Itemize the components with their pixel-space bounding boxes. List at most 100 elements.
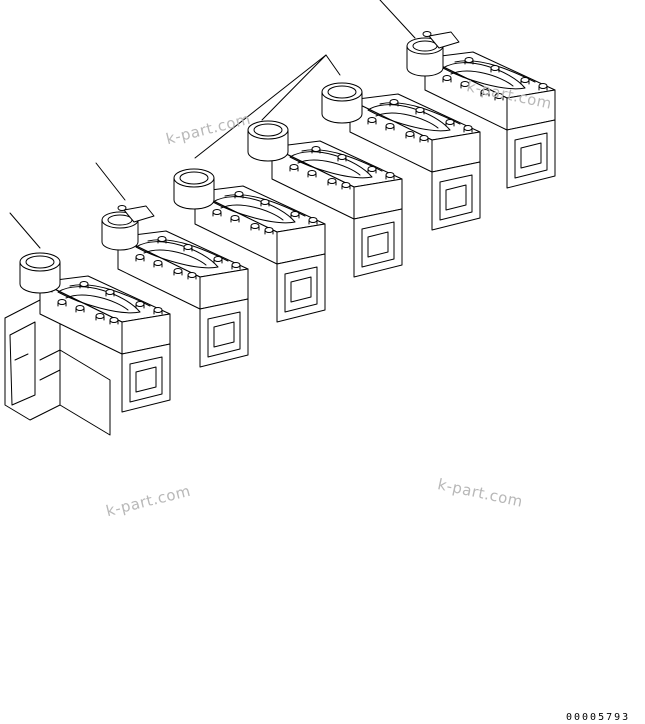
block-face [353, 208, 403, 278]
block-port-inner [213, 321, 235, 348]
bolt-head [290, 211, 300, 217]
bolt-head [231, 262, 241, 268]
bolt-head [135, 254, 145, 260]
cap-boss [123, 205, 155, 223]
bolt-head [445, 119, 455, 125]
bolt-head [264, 227, 274, 233]
cylinder-head-unit [39, 275, 171, 413]
bolt-head [385, 123, 395, 129]
part-number: 00005793 [566, 712, 631, 723]
bolt-head [490, 65, 500, 71]
bolt-head [212, 209, 222, 215]
block-port [361, 221, 395, 268]
rocker-arm [450, 70, 514, 87]
block-port-inner [135, 366, 157, 393]
block-face [199, 298, 249, 368]
cylinder-head-unit [424, 51, 556, 189]
cylinder-head-unit [271, 140, 403, 278]
bolt-head [79, 281, 89, 287]
bolt-head [389, 99, 399, 105]
bolt-head [463, 125, 473, 131]
bolt-head [230, 215, 240, 221]
block-port-inner [445, 184, 467, 211]
bolt-head [260, 199, 270, 205]
cylinder-head-units [39, 51, 556, 413]
bolt-head [135, 301, 145, 307]
block-face [276, 253, 326, 323]
bolt-head [308, 217, 318, 223]
head-sleeves [19, 31, 460, 294]
block-face [506, 119, 556, 189]
bolt-head [183, 244, 193, 250]
block-face [121, 343, 171, 413]
rocker-arm [220, 204, 284, 221]
leader-line-6 [379, 0, 416, 39]
leader-line-3 [194, 54, 327, 159]
valve-cover-sleeve [173, 168, 215, 210]
cap-bolt [422, 31, 432, 37]
sleeve-bore [253, 123, 283, 137]
bolt-head [341, 182, 351, 188]
block-port-inner [290, 276, 312, 303]
bolt-head [250, 223, 260, 229]
bolt-head [109, 317, 119, 323]
bolt-head [57, 299, 67, 305]
bolt-head [442, 75, 452, 81]
bolt-head [289, 164, 299, 170]
bolt-head [307, 170, 317, 176]
bolt-head [311, 146, 321, 152]
bolt-head [105, 289, 115, 295]
bolt-head [327, 178, 337, 184]
cap-boss [428, 31, 460, 49]
block-port-inner [367, 231, 389, 258]
leader-line-5 [325, 54, 341, 76]
bolt-head [385, 172, 395, 178]
bolt-head [538, 83, 548, 89]
bolt-head [75, 305, 85, 311]
bolt-head [367, 117, 377, 123]
block-port [439, 174, 473, 221]
bolt-head [173, 268, 183, 274]
bolt-head [213, 256, 223, 262]
block-port [129, 356, 163, 403]
bolt-head [234, 191, 244, 197]
bolt-head [157, 236, 167, 242]
bolt-head [405, 131, 415, 137]
block-face [431, 161, 481, 231]
rocker-arm [143, 249, 207, 266]
bolt-head [367, 166, 377, 172]
cylinder-head-unit [117, 230, 249, 368]
leader-line-1 [9, 212, 41, 249]
bolt-head [464, 57, 474, 63]
valve-cover-cap [101, 205, 155, 251]
valve-cover-cap [406, 31, 460, 77]
sleeve-bore [179, 171, 209, 185]
leader-lines [9, 0, 416, 249]
leader-line-4 [261, 54, 327, 121]
bolt-head [337, 154, 347, 160]
sleeve-bore [25, 255, 55, 269]
cap-body [101, 219, 139, 251]
cylinder-head-unit [194, 185, 326, 323]
cylinder-head-unit [349, 93, 481, 231]
bolt-head [153, 260, 163, 266]
block-port [514, 132, 548, 179]
leader-line-2 [95, 162, 126, 201]
rocker-arm [375, 112, 439, 129]
block-port [207, 311, 241, 358]
bolt-head [95, 313, 105, 319]
bolt-head [419, 135, 429, 141]
cap-body [406, 45, 444, 77]
sleeve-bore [327, 85, 357, 99]
valve-cover-sleeve [247, 120, 289, 162]
block-port [284, 266, 318, 313]
cap-bolt [117, 205, 127, 211]
bolt-head [520, 77, 530, 83]
block-port-inner [520, 142, 542, 169]
rocker-arm [65, 294, 129, 311]
bolt-head [187, 272, 197, 278]
valve-cover-sleeve [321, 82, 363, 124]
bolt-head [415, 107, 425, 113]
rocker-arm [297, 159, 361, 176]
